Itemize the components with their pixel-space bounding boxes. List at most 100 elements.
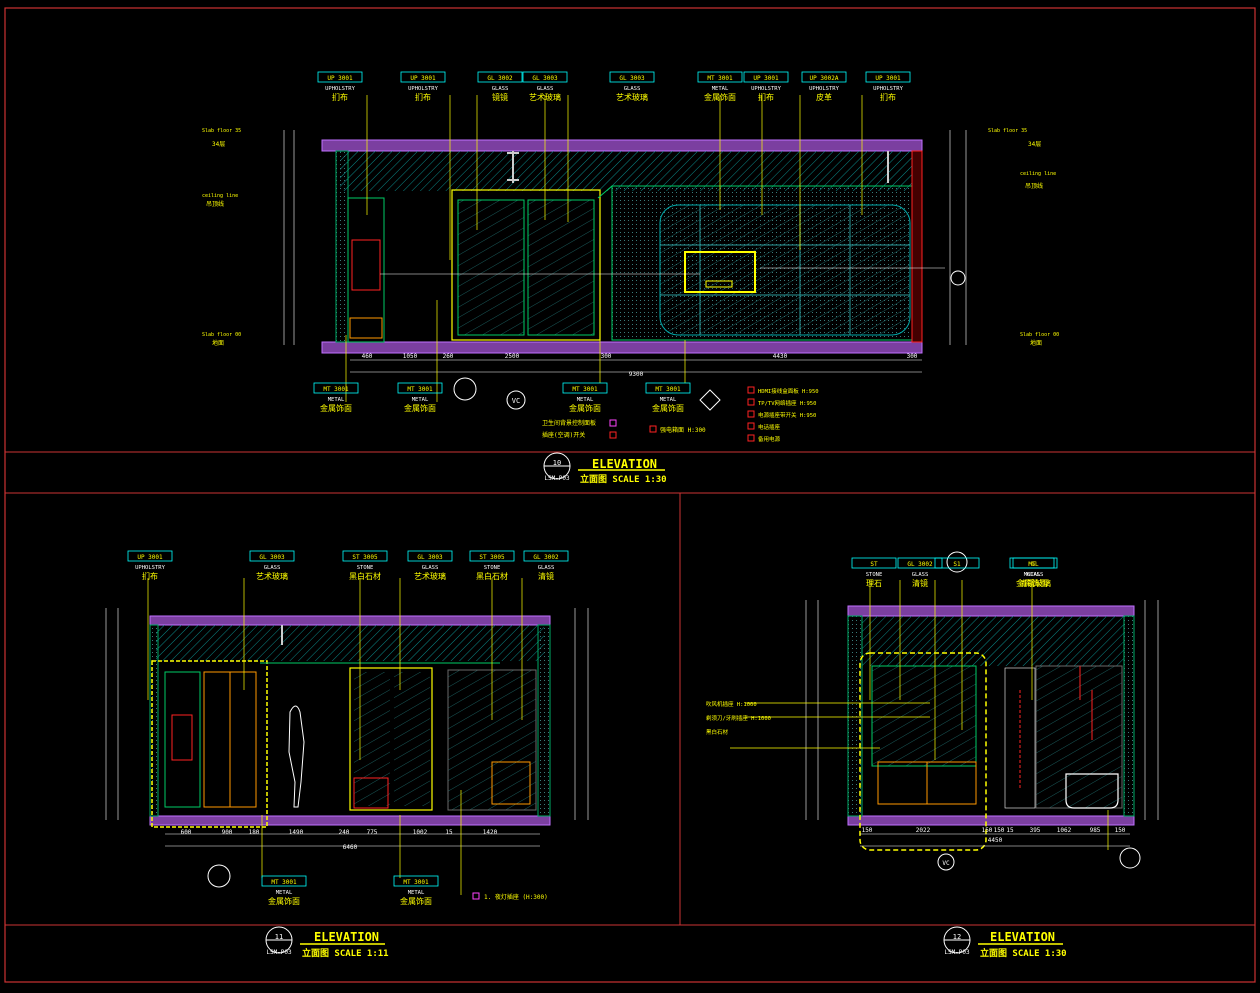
svg-text:Slab floor 00: Slab floor 00 (202, 332, 241, 338)
tag-material: STONE (484, 565, 501, 571)
sheet-number: LSM-P03 (944, 949, 970, 956)
human-figure (288, 705, 305, 808)
drawing-title: ELEVATION (990, 930, 1055, 944)
tag-code: GL 3003 (259, 554, 285, 561)
dimension-value: 775 (367, 829, 378, 836)
tag-box (407, 550, 453, 562)
legend-item: TP/TV网络插座 H:950 (758, 399, 816, 407)
tag-code: UP 3001 (875, 75, 901, 82)
tag-material: UPHOLSTRY (873, 86, 903, 92)
wardrobe (347, 197, 385, 343)
tag-box (801, 71, 847, 83)
elevation-10: VC (283, 95, 967, 442)
tag-code: GL 3002 (907, 561, 933, 568)
vanity-outline (859, 652, 987, 851)
tag-material: UPHOLSTRY (325, 86, 355, 92)
dimension-value: 240 (339, 829, 350, 836)
dimension-value: 2500 (505, 353, 520, 360)
dimension-value: 300 (907, 353, 918, 360)
wardrobe-drawer (349, 317, 383, 339)
tag-label-cn: 清镜 (538, 571, 554, 581)
tag-material: METAL (412, 397, 429, 403)
sheet-number: LSM-P03 (266, 949, 292, 956)
ceiling-void (340, 151, 922, 191)
dimension-value: 1002 (413, 829, 428, 836)
tag-material: METAL (577, 397, 594, 403)
tag-code: GL 3003 (417, 554, 443, 561)
tag-material: GLASS (912, 572, 929, 578)
tag-material: METAL (660, 397, 677, 403)
tag-label-cn: 扪布 (880, 92, 896, 102)
tag-label-cn: 金属饰面 (320, 403, 352, 413)
wardrobe-outline (151, 660, 268, 828)
tag-code: GL 3003 (619, 75, 645, 82)
glass-panel-right (527, 199, 595, 336)
tag-box (342, 550, 388, 562)
dimension-total: 6460 (343, 844, 358, 851)
tag-material: METAL (1024, 572, 1041, 578)
svg-text:ceiling line: ceiling line (202, 193, 238, 199)
tag-label-cn: 黑白石材 (476, 571, 508, 581)
tag-code: UP 3001 (410, 75, 436, 82)
tag-label-cn: 金属饰面 (569, 403, 601, 413)
note-11: 1. 夜灯插座 (H:300) (484, 893, 548, 901)
svg-text:地面: 地面 (1030, 339, 1042, 347)
tag-material: METAL (328, 397, 345, 403)
tag-material: GLASS (624, 86, 641, 92)
svg-text:吊顶线: 吊顶线 (1025, 182, 1043, 190)
right-wall (911, 150, 923, 343)
dimension-value: 180 (249, 829, 260, 836)
dimension-value: 460 (362, 353, 373, 360)
tag-box (400, 71, 446, 83)
drawing-number: 11 (275, 933, 283, 941)
sheet-border (4, 7, 1256, 983)
tag-box (865, 71, 911, 83)
tag-label-cn: 扪布 (332, 92, 348, 102)
tag-material: UPHOLSTRY (751, 86, 781, 92)
dimension-total: 4450 (988, 837, 1003, 844)
dimension-value: 1062 (1057, 827, 1072, 834)
ceiling-slab (847, 605, 1135, 617)
tag-material: GLASS (264, 565, 281, 571)
title-block-10: 10 LSM-P03 ELEVATION 立面图 SCALE 1:30 (543, 452, 667, 485)
dimension-value: 900 (222, 829, 233, 836)
tv-frame (684, 251, 756, 293)
elevation-12: VC (730, 551, 1159, 871)
drawing-subtitle: 立面图 SCALE 1:11 (302, 947, 389, 959)
tag-code: MT 3001 (655, 386, 681, 393)
drawing-title: ELEVATION (592, 457, 657, 471)
tag-box (393, 875, 439, 887)
legend-item: HDMI接线盒面板 H:950 (758, 387, 819, 395)
tag-code: MT 3001 (271, 879, 297, 886)
tag-code: UP 3001 (327, 75, 353, 82)
tag-label-cn: 金属饰面 (400, 896, 432, 906)
tag-material: UPHOLSTRY (809, 86, 839, 92)
tag-label-cn: 清镜玻璃 (1019, 578, 1051, 588)
tag-label-cn: 金属饰面 (404, 403, 436, 413)
svg-text:地面: 地面 (212, 339, 224, 347)
glass-panel-left (457, 199, 525, 336)
side-note: 黑白石材 (706, 728, 729, 736)
tag-label-cn: 艺术玻璃 (414, 571, 446, 581)
tag-label-cn: 艺术玻璃 (529, 92, 561, 102)
tag-box (645, 382, 691, 394)
tag-material: GLASS (538, 565, 555, 571)
tag-box (523, 550, 569, 562)
switch-label: 卫生间背景控制面板 (542, 419, 596, 427)
tag-code: UP 3002A (810, 75, 839, 82)
hanging-coat (351, 239, 381, 291)
sheet-number: LSM-P03 (544, 475, 570, 482)
svg-text:VC: VC (942, 860, 950, 867)
tag-code: MT 3001 (323, 386, 349, 393)
tag-code: GL (1031, 561, 1039, 568)
dimension-value: 15 (445, 829, 453, 836)
tag-box (934, 557, 980, 569)
tag-code: UP 3001 (753, 75, 779, 82)
